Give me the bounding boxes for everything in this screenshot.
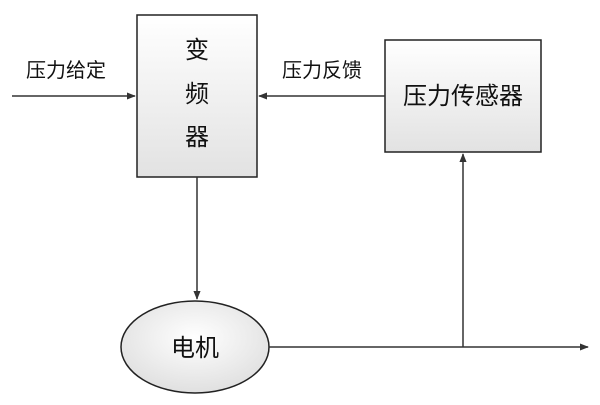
- pressure-sensor-block: 压力传感器: [384, 39, 542, 153]
- pressure-sensor-label: 压力传感器: [403, 82, 523, 110]
- pressure-feedback-label: 压力反馈: [282, 58, 362, 82]
- inverter-label-line1: 变: [185, 36, 209, 64]
- motor-block: 电机: [120, 300, 270, 394]
- pressure-setpoint-label: 压力给定: [26, 58, 106, 82]
- pressure-setpoint-edge: 压力给定: [12, 58, 136, 100]
- inverter-label-line3: 器: [185, 123, 209, 151]
- inverter-label-line2: 频: [185, 80, 209, 108]
- inverter-block: 变 频 器: [136, 14, 258, 178]
- pressure-feedback-edge: 压力反馈: [258, 58, 385, 100]
- motor-label: 电机: [171, 334, 219, 362]
